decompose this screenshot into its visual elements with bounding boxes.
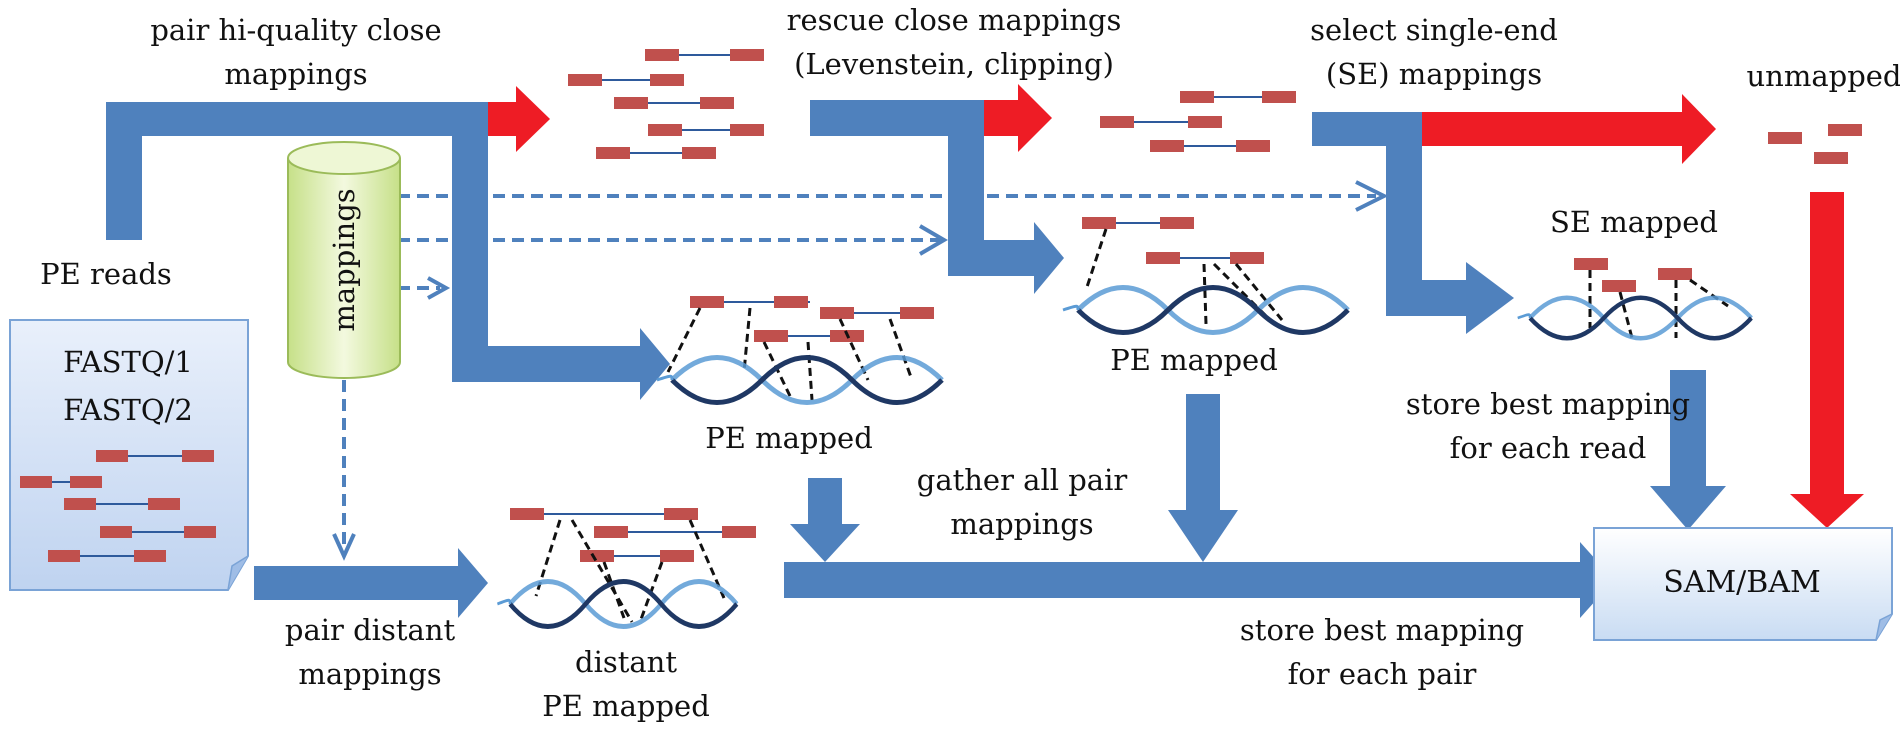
distant-label-line1: distant xyxy=(575,645,677,679)
se-mapped-figure: SE mapped xyxy=(1518,205,1752,338)
sam-bam-output: SAM/BAM xyxy=(1593,527,1893,641)
red-flow-paths xyxy=(488,84,1864,528)
step-labels: pair hi-quality close mappings rescue cl… xyxy=(40,3,1900,691)
pe-mapped-1-label: PE mapped xyxy=(705,421,873,455)
pair-close-label-2: mappings xyxy=(224,57,367,91)
dna-helix-icon xyxy=(657,358,942,403)
distant-pe-mapped-figure: distant PE mapped xyxy=(497,508,756,723)
pair-close-label-1: pair hi-quality close xyxy=(150,13,441,47)
gather-label-2: mappings xyxy=(950,507,1093,541)
mappings-db-label: mappings xyxy=(327,188,361,331)
read-pairs-after-rescue xyxy=(1100,91,1296,152)
store-read-label-2: for each read xyxy=(1450,431,1647,465)
store-read-label-1: store best mapping xyxy=(1406,387,1690,421)
sam-bam-label: SAM/BAM xyxy=(1663,565,1820,600)
gather-label-1: gather all pair xyxy=(917,463,1128,497)
select-se-label-1: select single-end xyxy=(1310,13,1558,47)
unmapped-label: unmapped xyxy=(1747,59,1900,93)
pe-mapped-2-label: PE mapped xyxy=(1110,343,1278,377)
blue-flow-paths xyxy=(106,100,1726,618)
select-se-label-2: (SE) mappings xyxy=(1326,57,1542,91)
fastq1-label: FASTQ/1 xyxy=(63,345,193,379)
dashed-arrow-heads xyxy=(332,180,1389,561)
database-cylinder-icon: mappings xyxy=(287,141,401,379)
fastq2-label: FASTQ/2 xyxy=(63,393,193,427)
rescue-label-1: rescue close mappings xyxy=(787,3,1122,37)
pe-mapped-2-figure: PE mapped xyxy=(1063,217,1348,377)
rescue-label-2: (Levenstein, clipping) xyxy=(794,47,1114,81)
read-pairs-fastq xyxy=(20,450,216,562)
pe-reads-label: PE reads xyxy=(40,257,172,291)
store-pair-label-2: for each pair xyxy=(1288,657,1477,691)
unmapped-reads xyxy=(1768,124,1862,164)
dna-helix-icon xyxy=(497,582,736,627)
fastq-document: FASTQ/1 FASTQ/2 xyxy=(9,319,249,591)
dna-helix-icon xyxy=(1518,298,1752,339)
se-mapped-label: SE mapped xyxy=(1550,205,1718,239)
pair-distant-label-2: mappings xyxy=(298,657,441,691)
distant-label-line2: PE mapped xyxy=(542,689,710,723)
pair-distant-label-1: pair distant xyxy=(285,613,456,647)
store-pair-label-1: store best mapping xyxy=(1240,613,1524,647)
dashed-arrows xyxy=(342,194,1376,548)
pe-mapped-1-figure: PE mapped xyxy=(657,296,942,455)
read-pairs-after-close xyxy=(568,49,764,159)
